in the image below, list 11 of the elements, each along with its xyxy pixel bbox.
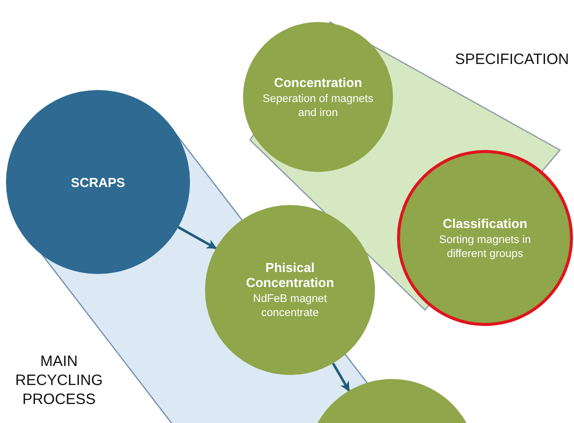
circle-title: Phisical Concentration <box>244 260 336 290</box>
arrow <box>178 226 217 250</box>
circle-description: Seperation of magnets and iron <box>262 92 374 120</box>
circle-title: Concentration <box>274 74 362 90</box>
circle-title: Classification <box>442 216 528 230</box>
circle-description: NdFeB magnet concentrate <box>252 292 328 320</box>
section-label: MAIN RECYCLING PROCESS <box>14 352 104 409</box>
arrow <box>332 362 350 392</box>
circle-description: Sorting magnets in different groups <box>438 232 532 260</box>
circle-title: SCRAPS <box>70 174 126 190</box>
section-label: SPECIFICATION <box>454 50 570 69</box>
